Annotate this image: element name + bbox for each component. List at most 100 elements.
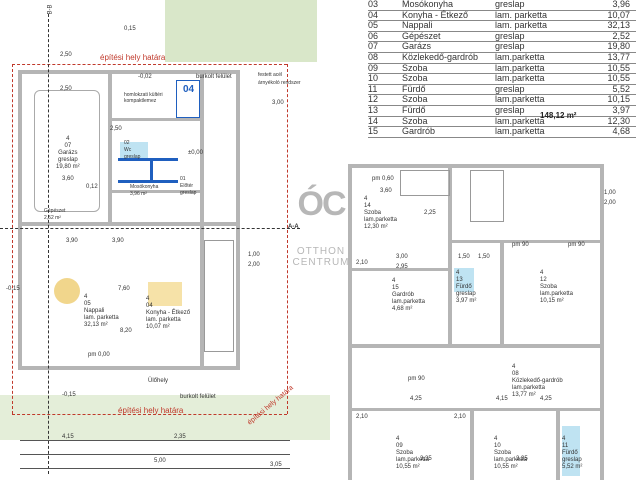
ff-dormer [470, 170, 504, 222]
room-table-area: 5,52 [612, 83, 630, 94]
dim-text: 0,15 [124, 26, 136, 32]
room-table-no: 10 [368, 73, 379, 84]
room-table-name: Közlekedő-gardrób [402, 51, 479, 62]
room-label-living: 4 05 Nappali lam. parketta 32,13 m² [84, 294, 119, 328]
dim-text: 7,60 [118, 286, 130, 292]
dim-text: 2,10 [356, 414, 368, 420]
dim-text: 2,00 [248, 262, 260, 268]
dim-text: 1,00 [248, 252, 260, 258]
section-mark-aa: A-A [288, 224, 299, 230]
room-table-name: Nappali [402, 20, 433, 31]
room-table-area: 2,52 [612, 30, 630, 41]
room-label-wc: 02 Wc greslap [124, 140, 141, 160]
laundry-blue-line [118, 180, 178, 183]
ff-wall-6 [470, 408, 474, 480]
ground-level-label: ±0,00 [188, 150, 203, 156]
room-table-name: Gépészet [402, 30, 441, 41]
section-line-vertical [48, 14, 49, 474]
room-table-no: 03 [368, 0, 379, 9]
dim-text: 3,35 [516, 456, 528, 462]
garage-car-outline [34, 90, 100, 212]
ff-wall-7 [556, 408, 560, 480]
room-table-floor: greslap [495, 0, 525, 9]
wc-fill [120, 142, 148, 158]
building-line-bottom [12, 414, 287, 415]
wall-east [236, 70, 240, 370]
room-table-area: 3,97 [612, 104, 630, 115]
ff-pm-label: pm 90 [568, 242, 585, 248]
room-table-no: 05 [368, 20, 379, 31]
dim-text: 4,25 [540, 396, 552, 402]
dim-line [20, 440, 290, 441]
dim-text: -0,15 [6, 286, 20, 292]
dim-text: 3,60 [62, 176, 74, 182]
room-label-hall: 01 Előtér greslap [180, 176, 197, 196]
dim-text: 3,05 [270, 462, 282, 468]
dim-line [20, 468, 290, 469]
bath-11-fill [562, 426, 580, 476]
room-table-area: 13,77 [607, 51, 630, 62]
facade-note-1: homlokzati kültéri [124, 92, 163, 98]
room-table-no: 06 [368, 30, 379, 41]
dim-text: 3,00 [396, 254, 408, 260]
room-label-mech: Gépészet 2,52 m² [44, 208, 66, 221]
ff-wall-west [348, 164, 352, 480]
room-table-area: 10,55 [607, 73, 630, 84]
room-table-name: Szoba [402, 73, 428, 84]
stair-box [176, 80, 200, 118]
ff-wall-north [348, 164, 604, 168]
shading-label: árnyékoló rendszer [258, 80, 301, 86]
stair-label: 04 [183, 84, 195, 95]
dim-text: 1,50 [478, 254, 490, 260]
wall-wc-top [112, 118, 200, 121]
room-table-floor: lam.parketta [495, 126, 545, 137]
room-table-no: 13 [368, 104, 379, 115]
wall-mid [18, 222, 240, 226]
ff-wall-4 [452, 240, 600, 243]
ff-room-09: 4 09 Szoba lam.parketta 10,55 m² [396, 436, 430, 470]
ff-room-08: 4 08 Közlekedő-gardrób lam.parketta 13,7… [512, 364, 563, 398]
dim-text: 4,25 [410, 396, 422, 402]
ff-wall-mid [348, 344, 604, 348]
ff-room-10: 4 10 Szoba lam.parketta 10,55 m² [494, 436, 528, 470]
ff-wall-3 [352, 268, 448, 271]
room-label-garage: 4 07 Garázs greslap 19,80 m² [56, 136, 80, 170]
room-table-floor: lam.parketta [495, 51, 545, 62]
otthon-centrum-logo: ÓC OTTHON CENTRUM [290, 186, 352, 268]
dim-text: -0,15 [62, 392, 76, 398]
round-table [54, 278, 80, 304]
room-label-laundry: Mosókonyha 3,96 m² [130, 184, 159, 197]
room-table-area: 19,80 [607, 41, 630, 52]
dim-text: 2,10 [454, 414, 466, 420]
wall-garage [108, 74, 112, 224]
logo-line-2: CENTRUM [292, 257, 350, 268]
ff-wall-2 [500, 240, 504, 344]
dim-text: 4,15 [496, 396, 508, 402]
kitchen-island [148, 282, 182, 306]
ff-room-15: 4 15 Gardrób lam.parketta 4,68 m² [392, 278, 426, 312]
ff-bed-top [400, 170, 450, 196]
room-table-floor: lam.parketta [495, 73, 545, 84]
dim-text: 3,90 [112, 238, 124, 244]
dim-text: 8,20 [120, 328, 132, 334]
dim-text: 2,00 [604, 200, 616, 206]
logo-mark: ÓC [297, 185, 347, 223]
wc-blue-divider [150, 160, 153, 180]
section-line-horizontal [0, 228, 300, 229]
wall-north [18, 70, 240, 74]
dim-text: 3,60 [380, 188, 392, 194]
dim-text: 4,15 [62, 434, 74, 440]
room-table-name: Szoba [402, 62, 428, 73]
room-table-no: 14 [368, 115, 379, 126]
dim-text: 0,12 [86, 184, 98, 190]
ff-room-11: 4 11 Fürdő greslap 5,52 m² [562, 436, 583, 470]
section-mark-bb: B-B [47, 4, 54, 15]
room-area-total: 148,12 m² [540, 111, 577, 120]
logo-line-1: OTTHON [296, 246, 346, 257]
